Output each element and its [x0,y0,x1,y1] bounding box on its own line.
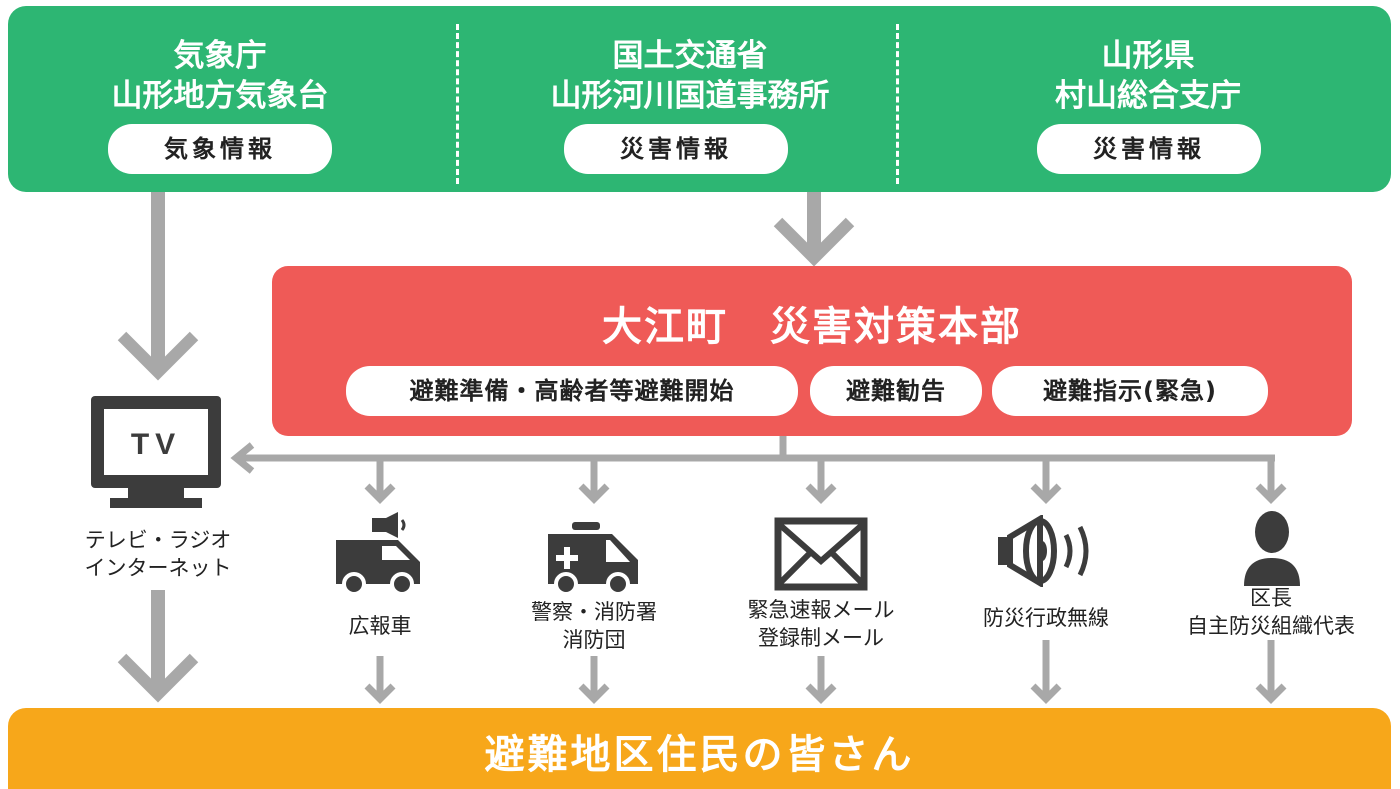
level-evac-order-pill: 避難指示(緊急) [992,366,1268,416]
weather-info-pill: 気象情報 [108,124,332,174]
arrow-head-to-tv [230,442,255,474]
agency-name-line2: 山形地方気象台 [111,78,329,114]
ambulance-icon [548,522,638,596]
channel-label-line1: 防災行政無線 [983,606,1109,630]
agency-name-line2: 村山総合支庁 [1055,78,1241,114]
tv-icon-label: TV [131,428,181,461]
channel-label-line2: 登録制メール [758,626,884,650]
agency-mlit-river-office: 国土交通省 山形河川国道事務所 [520,36,860,116]
residents-title: 避難地区住民の皆さん [484,732,915,778]
agency-name-line1: 山形県 [1101,38,1195,74]
channel-label-line2: インターネット [84,556,232,580]
speaker-icon [998,515,1089,587]
channel-label-line1: 区長 [1250,586,1292,610]
residents-band: 避難地区住民の皆さん [8,708,1391,789]
level-evac-prep-pill: 避難準備・高齢者等避難開始 [346,366,798,416]
hq-title: 大江町 災害対策本部 [602,304,1022,350]
arrow-head-tv-to-residents [117,653,199,703]
channel-label-line1: 広報車 [348,614,412,638]
channel-label-police-fire: 警察・消防署 消防団 [474,598,714,654]
channel-label-pr-vehicle: 広報車 [260,612,500,640]
arrow-head-agency-to-hq [773,217,855,267]
disaster-info-pill: 災害情報 [1037,124,1261,174]
channel-label-line2: 消防団 [562,628,626,652]
disaster-info-pill: 災害情報 [564,124,788,174]
agency-name-line1: 気象庁 [173,38,267,74]
channel-label-line1: テレビ・ラジオ [84,528,232,552]
agency-yamagata-prefecture: 山形県 村山総合支庁 [998,36,1298,116]
source-divider [896,24,899,184]
pr-vehicle-icon [336,512,420,596]
source-divider [456,24,459,184]
person-icon [1244,511,1300,586]
channel-label-emergency-mail: 緊急速報メール 登録制メール [701,596,941,652]
channel-label-line2: 自主防災組織代表 [1187,614,1355,638]
channel-label-district-chief: 区長 自主防災組織代表 [1151,584,1391,640]
agency-name-line2: 山形河川国道事務所 [550,78,830,114]
source-agencies-band: 気象庁 山形地方気象台 気象情報 国土交通省 山形河川国道事務所 災害情報 山形… [8,6,1391,192]
arrow-head-agency-to-tv [117,331,199,381]
envelope-icon [774,517,868,591]
channel-label-line1: 緊急速報メール [747,598,895,622]
agency-name-line1: 国土交通省 [612,38,768,74]
agency-jma-yamagata: 気象庁 山形地方気象台 [70,36,370,116]
channel-label-tv: テレビ・ラジオ インターネット [38,526,278,582]
channel-label-radio-system: 防災行政無線 [926,604,1166,632]
disaster-hq-box: 大江町 災害対策本部 避難準備・高齢者等避難開始 避難勧告 避難指示(緊急) [272,266,1352,436]
channel-label-line1: 警察・消防署 [531,600,657,624]
tv-icon: TV [91,396,221,508]
level-evac-advisory-pill: 避難勧告 [810,366,982,416]
